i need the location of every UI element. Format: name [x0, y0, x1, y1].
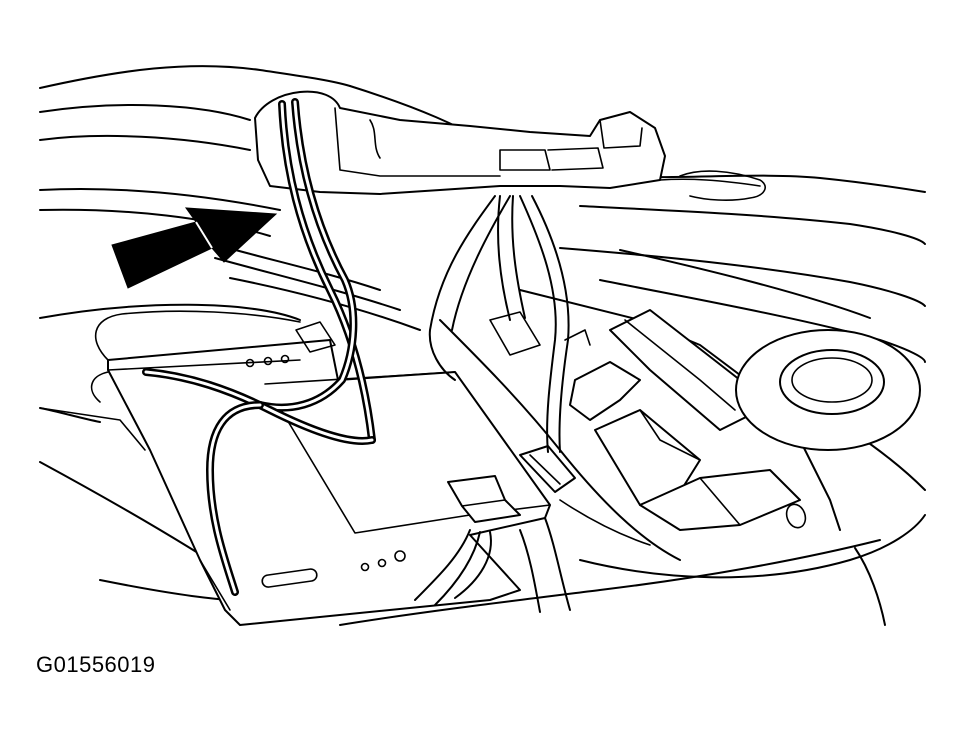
module-connector [447, 475, 521, 523]
highlighted-wire-harness [142, 98, 376, 596]
callout-arrow-icon [111, 207, 278, 289]
control-module [39, 310, 551, 626]
actuator-assembly [439, 289, 921, 561]
secondary-wire-harness [414, 195, 571, 613]
upper-mounting-bracket [254, 90, 766, 201]
vehicle-component-line-drawing [39, 65, 926, 626]
figure-id-label: G01556019 [36, 652, 156, 677]
